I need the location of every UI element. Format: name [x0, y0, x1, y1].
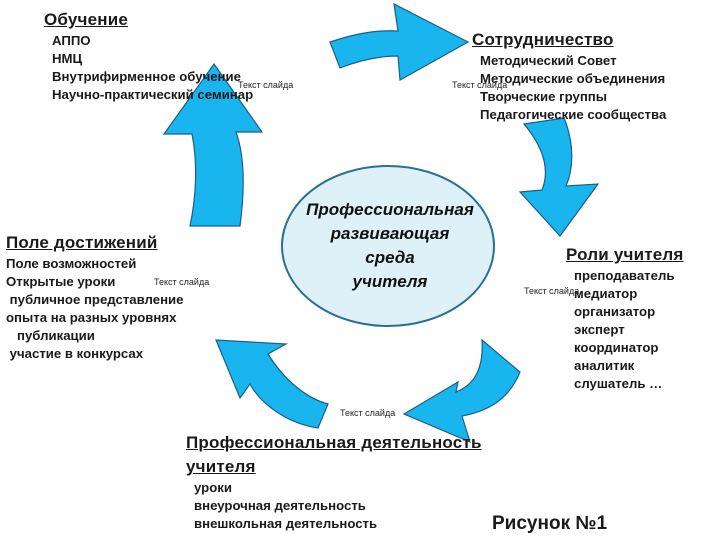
block-obuchenie: Обучение АППО НМЦ Внутрифирменное обучен…	[44, 10, 253, 104]
list-item: уроки	[194, 480, 232, 495]
center-line: Профессиональная	[306, 200, 474, 219]
block-roli: Роли учителя преподаватель медиатор орга…	[566, 245, 684, 393]
placeholder-text: Текст слайда	[524, 286, 580, 296]
list-item: внеурочная деятельность	[194, 498, 366, 513]
list-item: Методические объединения	[480, 71, 666, 86]
list-item: публичное представление	[6, 292, 184, 307]
placeholder-text: Текст слайда	[452, 80, 508, 90]
block-title: Профессиональная деятельность	[186, 433, 482, 452]
list-item: координатор	[574, 340, 659, 355]
list-item: Методический Совет	[480, 53, 617, 68]
list-item: Открытые уроки	[6, 274, 116, 289]
list-item: Творческие группы	[480, 89, 608, 104]
list-item: Внутрифирменное обучение	[52, 69, 241, 84]
block-title: Обучение	[44, 10, 129, 29]
list-item: медиатор	[574, 286, 638, 301]
block-dostizheniya: Поле достижений Поле возможностей Открыт…	[6, 233, 184, 363]
list-item: Поле возможностей	[6, 256, 137, 271]
list-item: аналитик	[574, 358, 635, 373]
list-item: участие в конкурсах	[6, 346, 144, 361]
arrow-top	[329, 2, 470, 81]
arrow-right-top	[518, 117, 600, 237]
center-label: Профессиональная развивающая среда учите…	[281, 198, 499, 294]
list-item: слушатель …	[574, 376, 663, 391]
placeholder-text: Текст слайда	[154, 277, 210, 287]
arrow-left	[162, 62, 264, 227]
list-item: Педагогические сообщества	[480, 107, 667, 122]
center-line: развивающая	[330, 224, 450, 243]
block-title: Роли учителя	[566, 245, 684, 264]
list-item: эксперт	[574, 322, 625, 337]
arrow-right-bottom	[402, 338, 521, 444]
list-item: АППО	[52, 33, 91, 48]
list-item: преподаватель	[574, 268, 675, 283]
block-title: учителя	[186, 457, 256, 476]
placeholder-text: Текст слайда	[340, 408, 396, 418]
placeholder-text: Текст слайда	[238, 80, 294, 90]
list-item: публикации	[6, 328, 95, 343]
list-item: НМЦ	[52, 51, 83, 66]
block-title: Сотрудничество	[472, 30, 614, 49]
center-ellipse	[281, 165, 495, 327]
list-item: Научно-практический семинар	[52, 87, 254, 102]
block-sotrudnichestvo: Сотрудничество Методический Совет Методи…	[472, 30, 666, 124]
list-item: внешкольная деятельность	[194, 516, 378, 531]
center-line: среда	[365, 248, 415, 267]
block-title: Поле достижений	[6, 233, 158, 252]
list-item: опыта на разных уровнях	[6, 310, 177, 325]
list-item: организатор	[574, 304, 656, 319]
arrow-bottom-left	[215, 339, 329, 429]
figure-caption: Рисунок №1	[492, 513, 608, 534]
center-line: учителя	[352, 272, 428, 291]
block-deyatelnost: Профессиональная деятельность учителя ур…	[186, 433, 482, 533]
